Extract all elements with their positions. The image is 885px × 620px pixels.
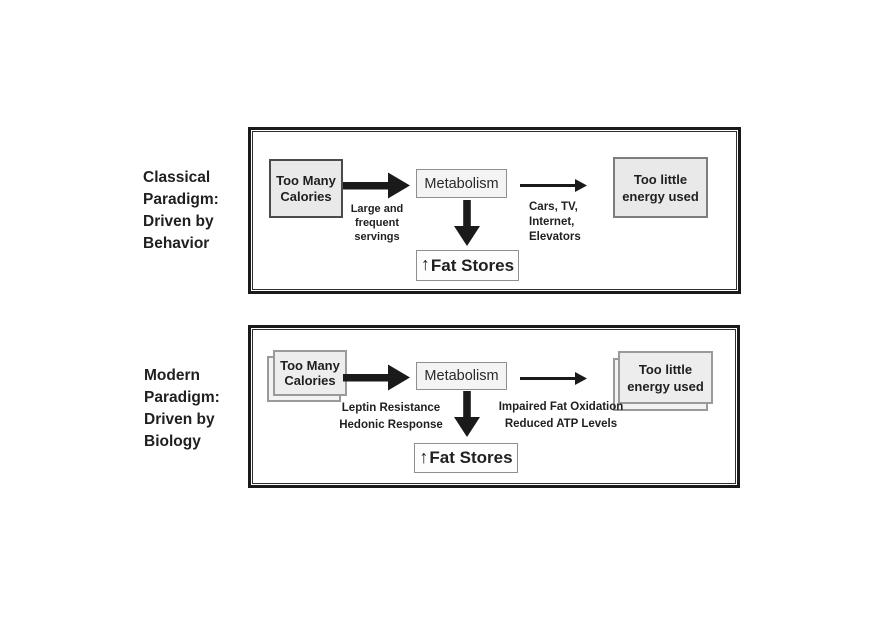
note-line: servings: [354, 231, 400, 243]
thick-down-arrow-modern: [454, 391, 480, 437]
node-line: Calories: [284, 373, 336, 388]
node-too-many-calories-modern: Too Many Calories: [273, 350, 347, 396]
node-fat-stores-classical: ↑ Fat Stores: [416, 250, 519, 281]
node-metabolism-modern: Metabolism: [416, 362, 507, 390]
node-line: Too Many: [280, 358, 340, 373]
label-line: Classical: [143, 169, 211, 186]
label-line: Paradigm:: [143, 191, 219, 208]
note-line: Cars, TV,: [529, 201, 578, 213]
note-line: Elevators: [529, 231, 581, 243]
classical-paradigm-label: Classical Paradigm: Driven by Behavior: [143, 167, 219, 255]
note-line: Internet,: [529, 216, 575, 228]
thin-right-arrow-classical: [520, 179, 587, 192]
label-line: Driven by: [143, 213, 214, 230]
node-line: Too little: [633, 171, 688, 187]
expenditure-note-modern: Impaired Fat Oxidation Reduced ATP Level…: [481, 399, 641, 433]
up-arrow-icon: ↑: [419, 446, 429, 467]
label-line: Biology: [144, 433, 201, 450]
up-arrow-icon: ↑: [420, 254, 430, 274]
node-line: Calories: [280, 188, 332, 204]
note-line: Leptin Resistance: [341, 402, 441, 414]
intake-note-classical: Large and frequent servings: [345, 202, 409, 244]
thick-right-arrow-modern: [343, 364, 410, 391]
node-line: Too little: [638, 361, 693, 377]
thick-right-arrow-classical: [343, 172, 410, 199]
modern-paradigm-label: Modern Paradigm: Driven by Biology: [144, 365, 220, 453]
label-line: Paradigm:: [144, 389, 220, 406]
node-line: Fat Stores: [429, 448, 513, 467]
label-line: Behavior: [143, 235, 210, 252]
node-line: Metabolism: [424, 368, 499, 384]
node-line: energy used: [627, 378, 704, 394]
label-line: Driven by: [144, 411, 215, 428]
note-line: Impaired Fat Oxidation: [498, 401, 624, 413]
node-too-little-energy-modern: Too little energy used: [618, 351, 713, 404]
note-line: Large and: [350, 203, 404, 215]
node-line: Metabolism: [424, 175, 499, 192]
intake-note-modern: Leptin Resistance Hedonic Response: [325, 400, 457, 434]
label-line: Modern: [144, 367, 200, 384]
thick-down-arrow-classical: [454, 200, 480, 246]
node-too-many-calories-classical: Too Many Calories: [269, 159, 343, 218]
note-line: frequent: [355, 217, 399, 229]
thin-right-arrow-modern: [520, 372, 587, 385]
node-fat-stores-modern: ↑ Fat Stores: [414, 443, 518, 473]
node-line: Too Many: [276, 172, 336, 188]
node-line: Fat Stores: [430, 255, 515, 275]
node-metabolism-classical: Metabolism: [416, 169, 507, 198]
node-line: energy used: [622, 188, 699, 204]
note-line: Reduced ATP Levels: [504, 418, 618, 430]
node-too-little-energy-classical: Too little energy used: [613, 157, 708, 218]
expenditure-note-classical: Cars, TV, Internet, Elevators: [529, 200, 581, 245]
note-line: Hedonic Response: [339, 419, 443, 431]
